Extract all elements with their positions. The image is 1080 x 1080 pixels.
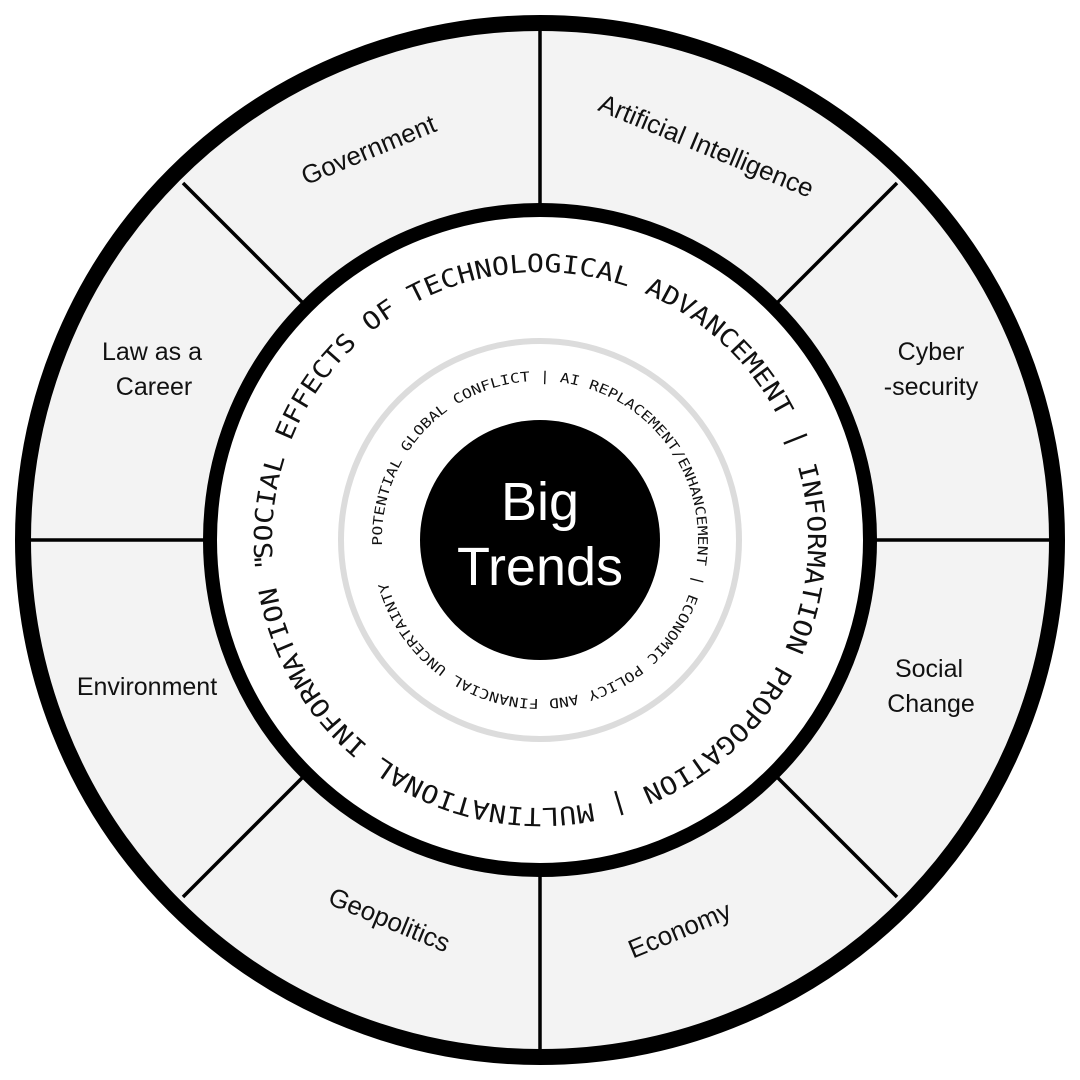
center-title-line2: Trends — [457, 537, 623, 597]
segment-label-social-change-line2: Change — [887, 690, 975, 718]
divider-top-left — [181, 181, 305, 305]
segment-label-law-line2: Career — [116, 373, 192, 401]
segment-dividers — [28, 28, 1052, 1052]
center-title-line1: Big — [501, 472, 579, 532]
segment-label-environment: Environment — [77, 673, 217, 701]
segment-label-social-change-line1: Social — [895, 655, 963, 683]
divider-bottom-right — [775, 775, 899, 899]
segment-label-cybersecurity-line2: -security — [884, 373, 979, 401]
segment-label-cybersecurity-line1: Cyber — [898, 338, 965, 366]
inner-grey-ring — [338, 338, 742, 742]
divider-top-right — [775, 181, 899, 305]
center-circle — [420, 420, 660, 660]
divider-bottom-left — [181, 775, 305, 899]
segment-label-law-line1: Law as a — [102, 338, 202, 366]
